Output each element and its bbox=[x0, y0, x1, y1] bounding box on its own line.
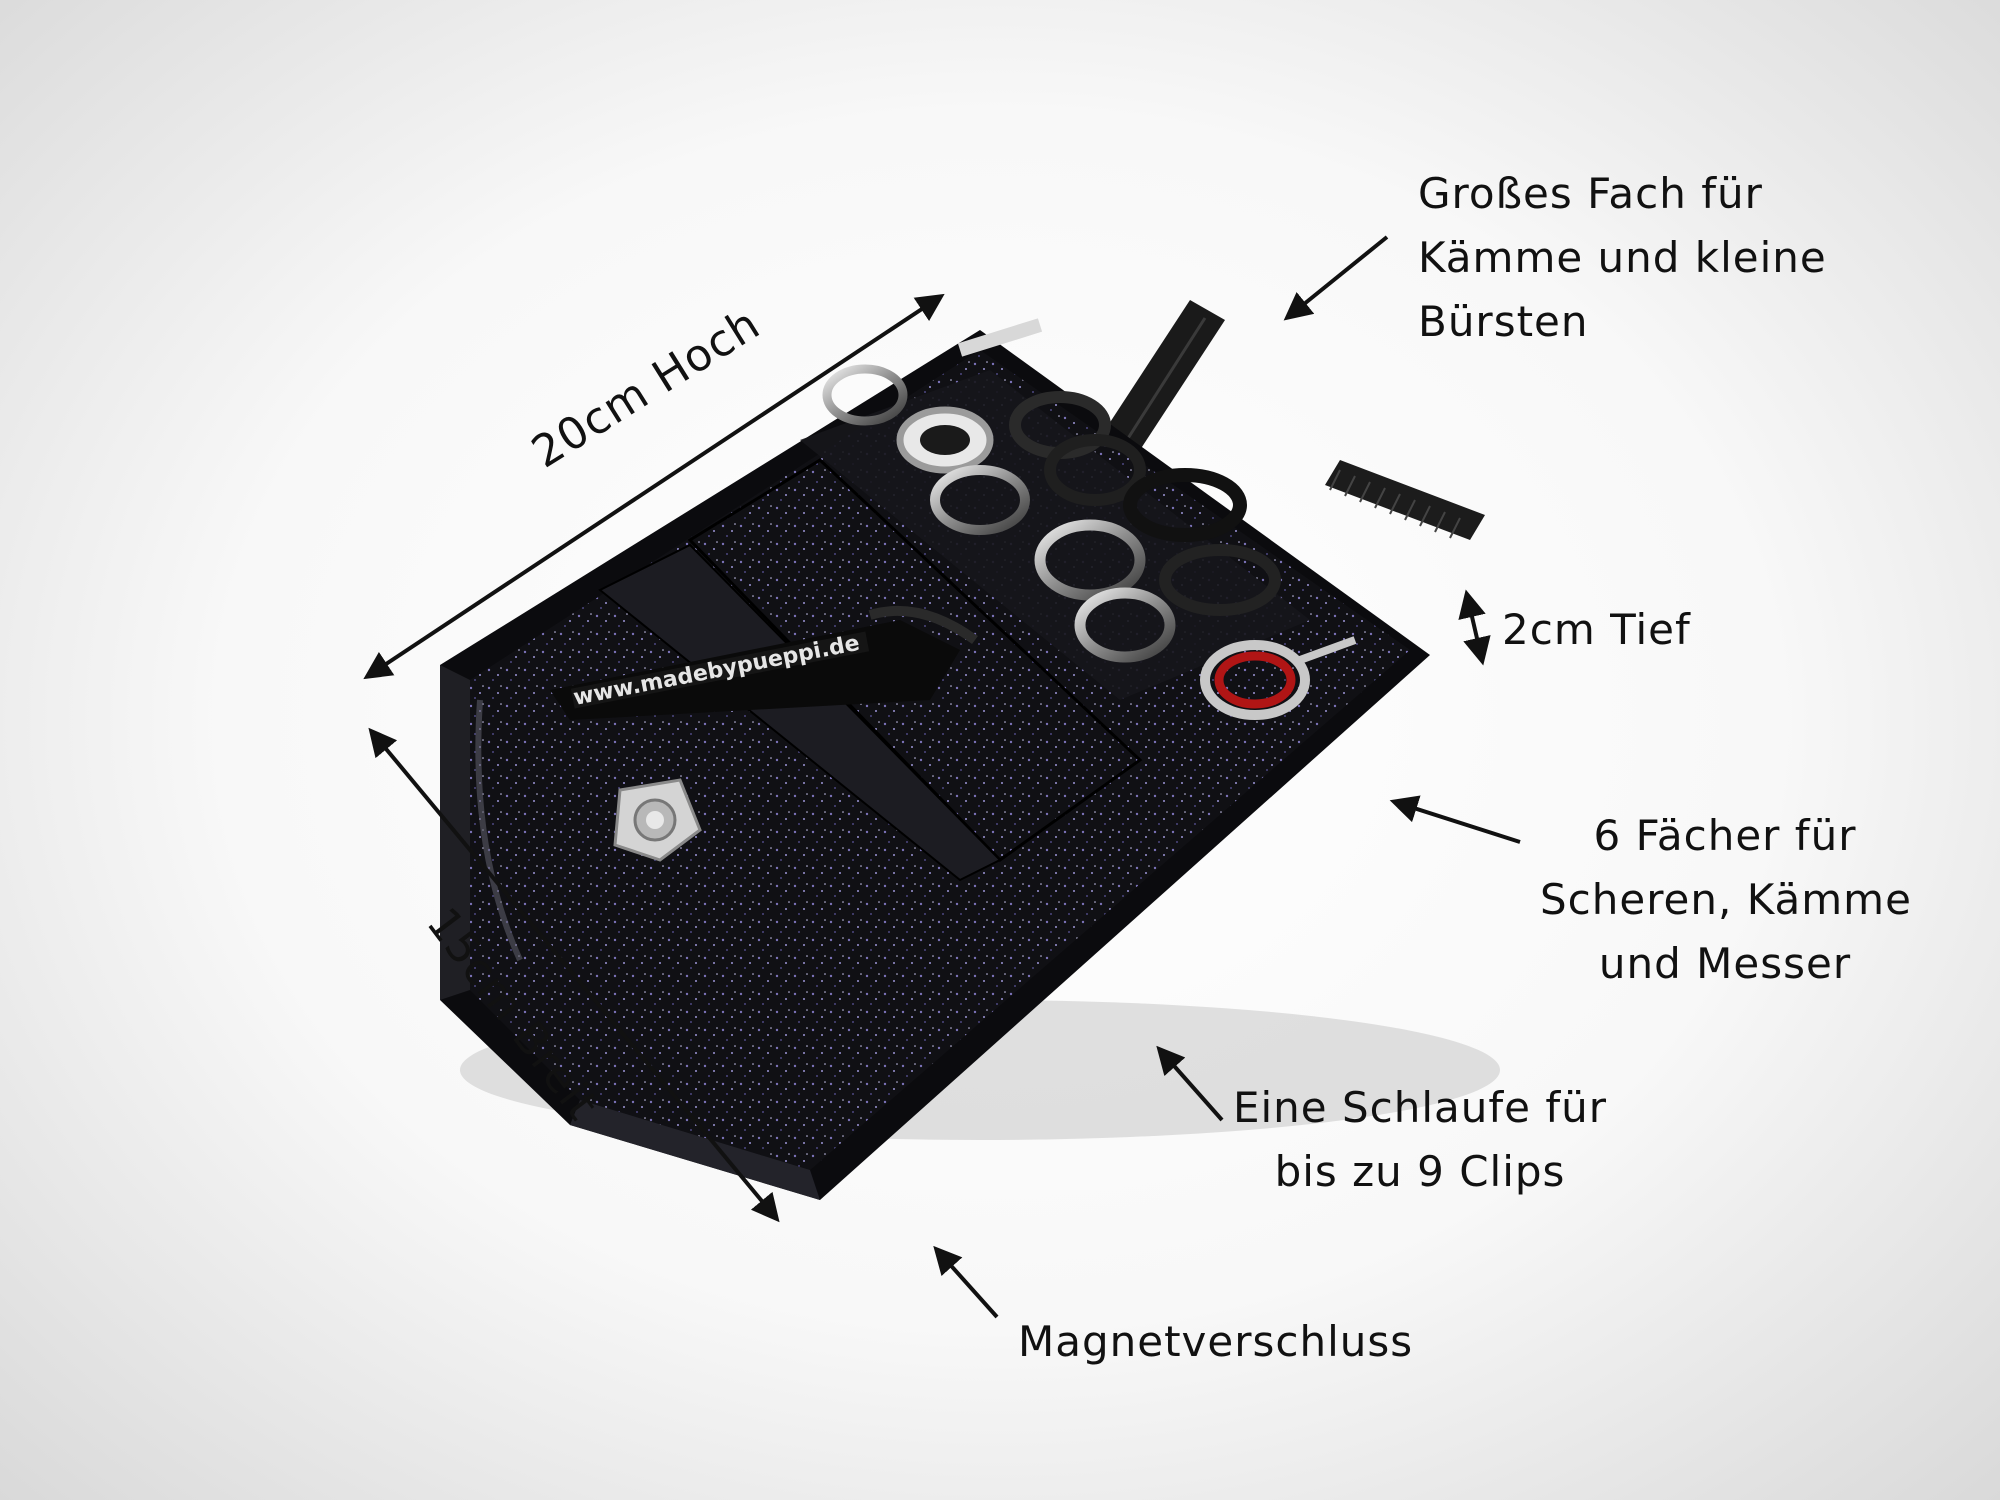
label-compartments-six: 6 Fächer für Scheren, Kämme und Messer bbox=[1540, 804, 1912, 996]
label-clip-loop-line2: bis zu 9 Clips bbox=[1274, 1147, 1566, 1196]
clip-loop-arrow bbox=[1156, 1045, 1224, 1122]
depth-dimension-arrow bbox=[1458, 589, 1491, 666]
label-depth: 2cm Tief bbox=[1502, 598, 1691, 662]
label-magnet: Magnetverschluss bbox=[1018, 1310, 1413, 1374]
label-compartment-large: Großes Fach für Kämme und kleine Bürsten bbox=[1418, 162, 1827, 354]
width-dimension-arrow bbox=[368, 727, 780, 1223]
label-compartments-six-line1: 6 Fächer für bbox=[1593, 811, 1857, 860]
label-compartment-large-line3: Bürsten bbox=[1418, 297, 1589, 346]
label-clip-loop-line1: Eine Schlaufe für bbox=[1232, 1083, 1608, 1132]
comb-back bbox=[1105, 300, 1225, 450]
label-compartments-six-line3: und Messer bbox=[1598, 939, 1852, 988]
label-magnet-text: Magnetverschluss bbox=[1018, 1317, 1414, 1366]
label-compartments-six-line2: Scheren, Kämme bbox=[1540, 875, 1912, 924]
compartment-large-arrow bbox=[1283, 235, 1389, 321]
label-depth-text: 2cm Tief bbox=[1502, 605, 1691, 654]
comb-front bbox=[1325, 460, 1485, 540]
label-clip-loop: Eine Schlaufe für bis zu 9 Clips bbox=[1230, 1076, 1610, 1204]
compartments-six-arrow bbox=[1389, 795, 1521, 844]
label-compartment-large-line2: Kämme und kleine bbox=[1418, 233, 1827, 282]
magnet-arrow bbox=[933, 1245, 999, 1319]
height-dimension-arrow bbox=[363, 293, 945, 680]
label-compartment-large-line1: Großes Fach für bbox=[1418, 169, 1763, 218]
